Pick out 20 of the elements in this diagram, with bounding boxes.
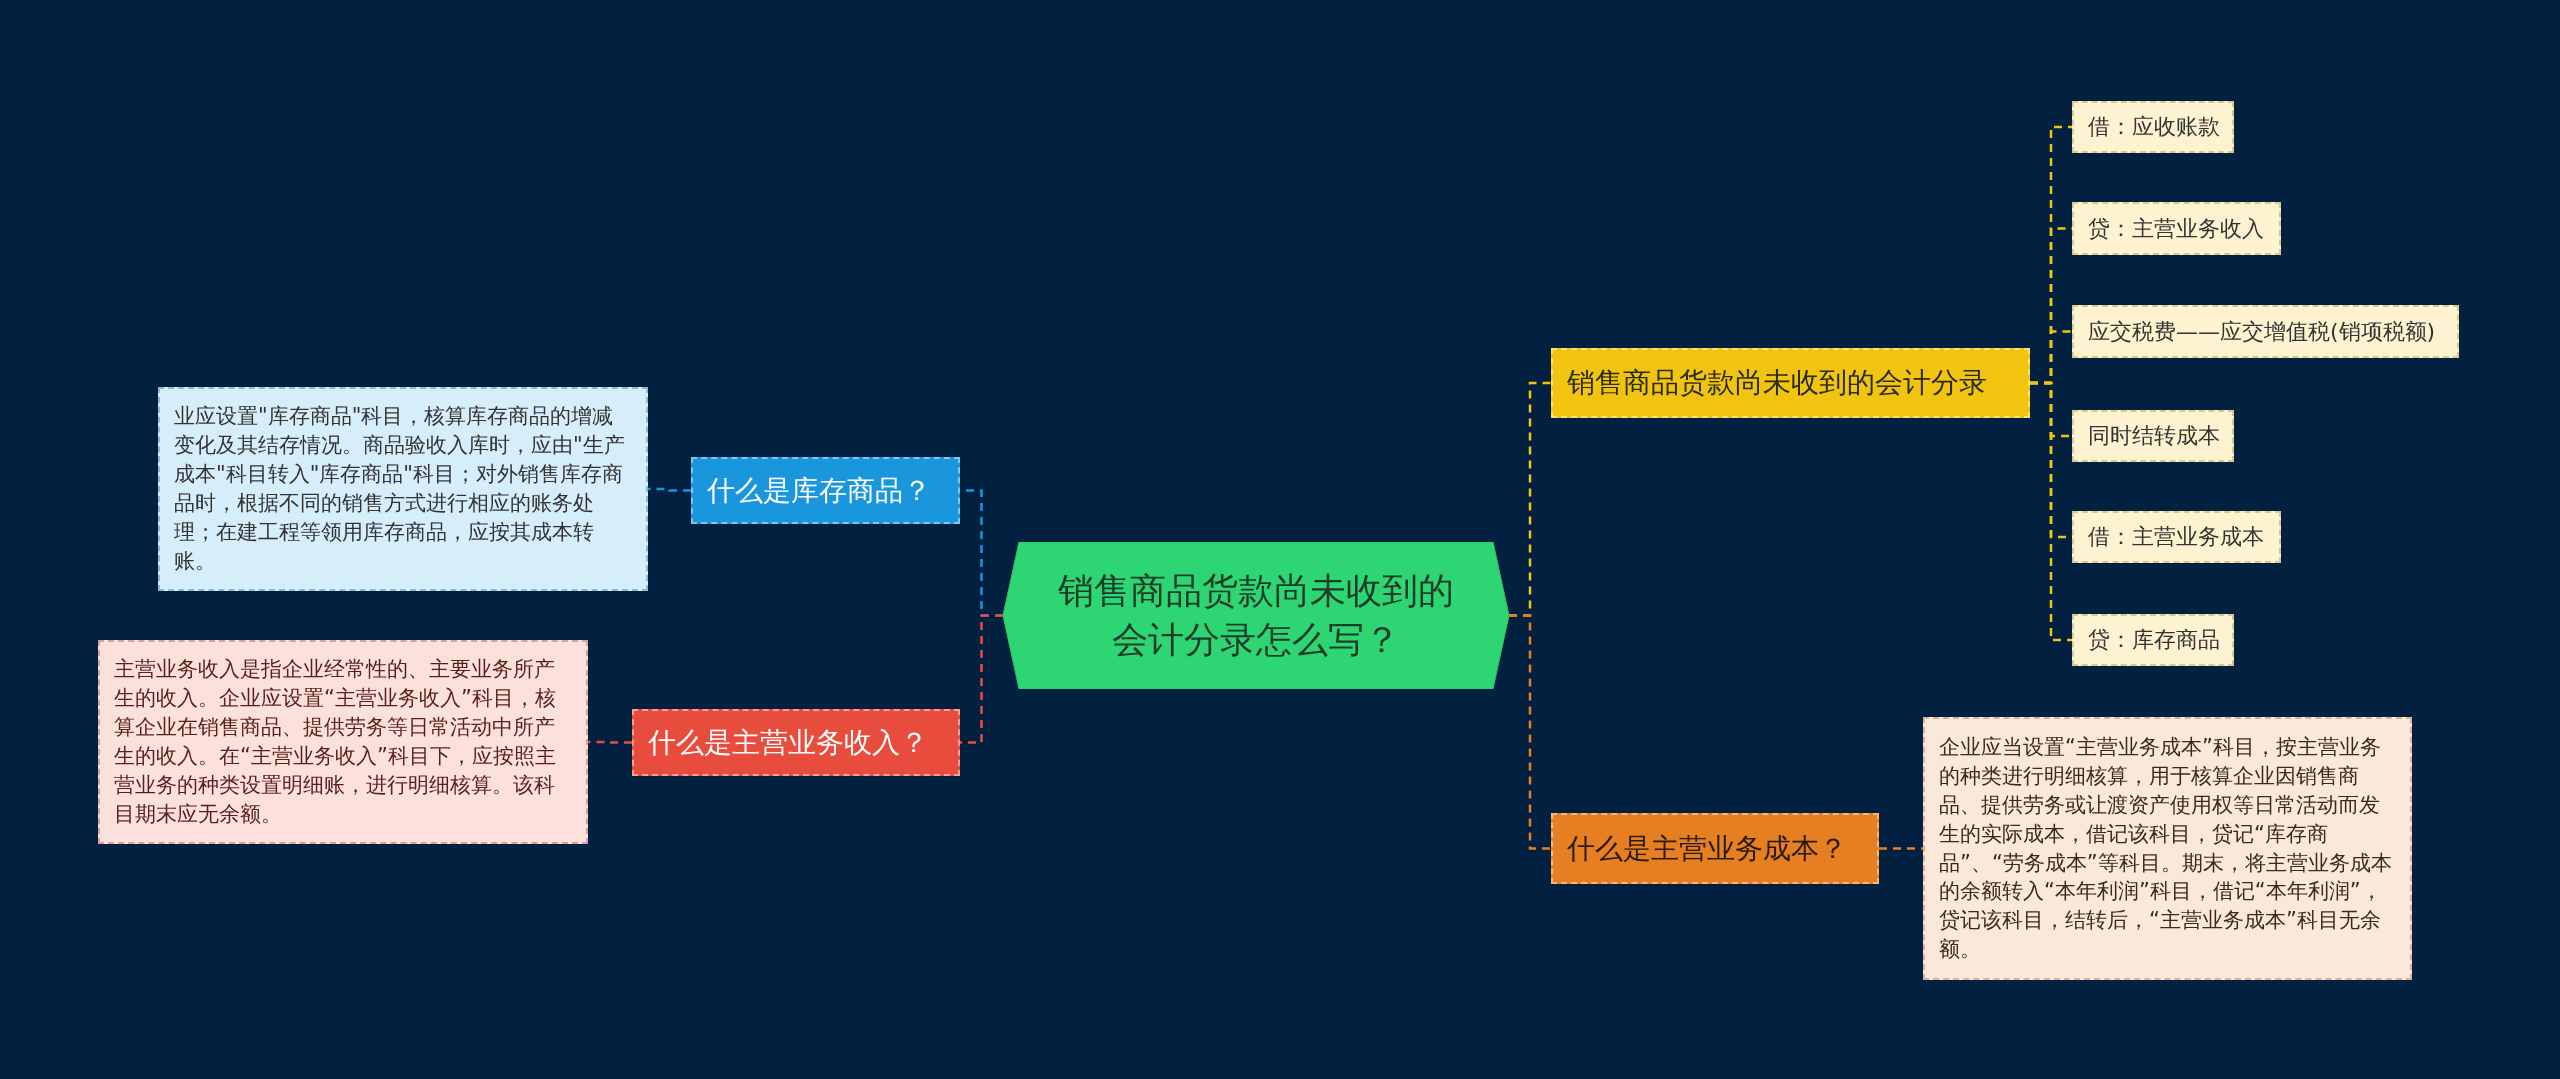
note-box: 主营业务收入是指企业经常性的、主要业务所产生的收入。企业应设置“主营业务收入”科目，核算企业在销售商品、提供劳务等日常活动中所产生的收入。在“主营业务收入”科目下，应按照主营业务的种类设置明细账，进行明细核算。该科目期末应无余额。: [98, 640, 588, 844]
leaf-box: 应交税费——应交增值税(销项税额): [2072, 305, 2459, 358]
connector-line: [588, 740, 632, 744]
connector-line: [1879, 847, 1923, 850]
topic-box: 销售商品货款尚未收到的会计分录: [1551, 348, 2030, 418]
note-box: 企业应当设置“主营业务成本”科目，按主营业务的种类进行明细核算，用于核算企业因销售商品、提供劳务或让渡资产使用权等日常活动而发生的实际成本，借记该科目，贷记“库存商品”、“劳务成本”等科目。期末，将主营业务成本的余额转入“本年利润”科目，借记“本年利润”，贷记该科目，结转后，“主营业务成本”科目无余额。: [1923, 717, 2412, 980]
connector-line: [1509, 614, 1551, 850]
central-topic: 销售商品货款尚未收到的会计分录怎么写？: [1003, 542, 1509, 689]
leaf-box: 同时结转成本: [2072, 410, 2234, 462]
connector-line: [960, 614, 1003, 744]
connector-line: [2030, 381, 2072, 642]
leaf-box: 贷：库存商品: [2072, 614, 2234, 666]
leaf-box: 借：主营业务成本: [2072, 511, 2281, 563]
leaf-box: 贷：主营业务收入: [2072, 202, 2281, 255]
topic-box: 什么是库存商品？: [691, 457, 960, 524]
topic-box: 什么是主营业务收入？: [632, 709, 960, 776]
topic-box: 什么是主营业务成本？: [1551, 813, 1879, 884]
connector-line: [648, 487, 691, 492]
leaf-box: 借：应收账款: [2072, 101, 2234, 153]
note-box: 业应设置"库存商品"科目，核算库存商品的增减变化及其结存情况。商品验收入库时，应由"生产成本"科目转入"库存商品"科目；对外销售库存商品时，根据不同的销售方式进行相应的账务处理；在建工程等领用库存商品，应按其成本转账。: [158, 387, 648, 591]
